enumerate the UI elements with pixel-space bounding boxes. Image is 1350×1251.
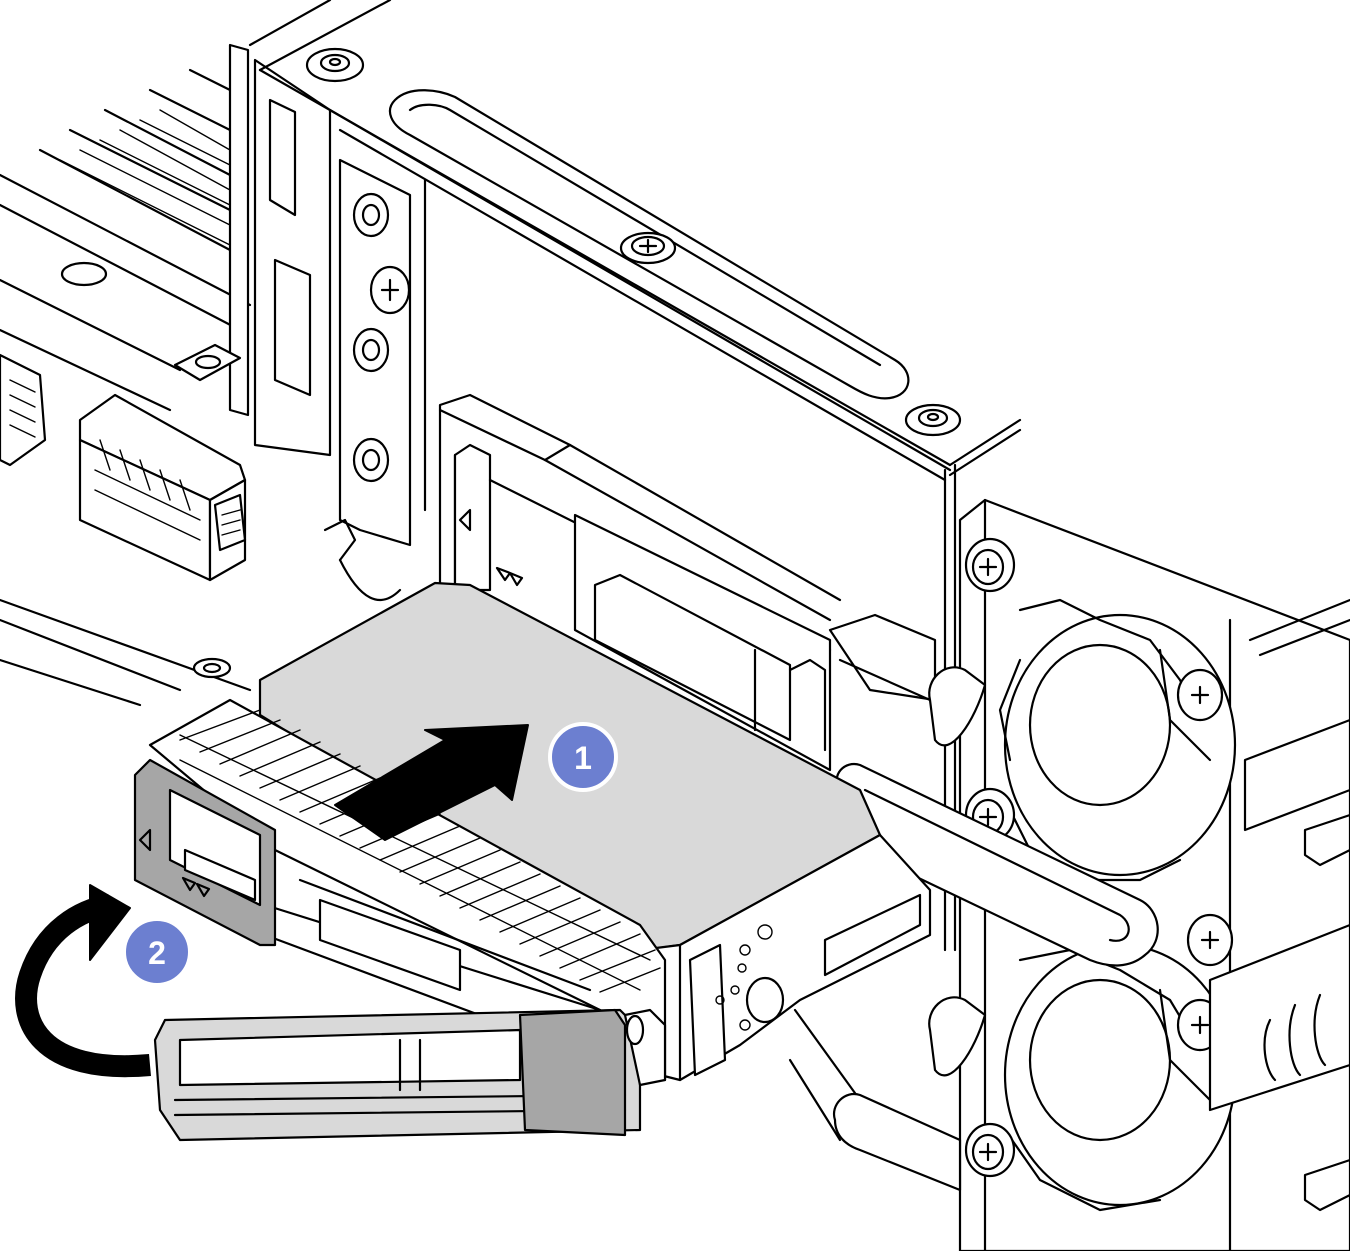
callout-circle	[122, 917, 192, 987]
rotate-arrow-icon	[15, 884, 151, 1078]
drive-release-handle	[153, 1008, 667, 1142]
chassis-hole	[60, 261, 108, 287]
fan-grille	[998, 598, 1237, 882]
left-chassis	[0, 68, 862, 1142]
top-tray	[248, 0, 1022, 512]
callout-number: 2	[148, 935, 166, 971]
callout-number: 1	[574, 740, 592, 776]
connector-block-left	[0, 353, 47, 467]
power-supply-upper	[832, 463, 1350, 1251]
drive-bay	[438, 393, 937, 772]
callout-step-1: 1	[548, 722, 618, 792]
push-arrow-icon	[334, 724, 529, 841]
screw-icon	[352, 192, 411, 483]
screw-icon	[305, 47, 962, 437]
callout-step-2: 2	[122, 917, 192, 987]
fan-grille	[1003, 943, 1237, 1212]
pcie-bracket	[173, 43, 412, 601]
connector-block	[78, 393, 247, 582]
callout-circle	[548, 722, 618, 792]
